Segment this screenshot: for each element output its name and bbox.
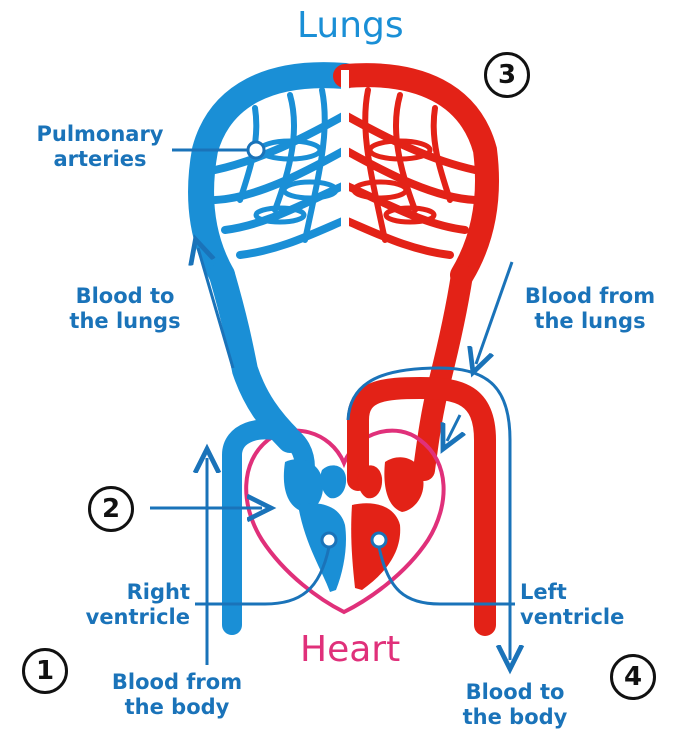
lungs-title: Lungs — [297, 6, 404, 46]
blood-from-body-line-1: Blood from — [92, 670, 262, 695]
blood-to-body-line-1: Blood to — [445, 680, 585, 705]
right-ventricle-label: Right ventricle — [60, 580, 190, 630]
pulmonary-arteries-line-1: Pulmonary — [20, 122, 180, 147]
blood-to-lungs-line-1: Blood to — [50, 284, 200, 309]
right-ventricle-line-1: Right — [60, 580, 190, 605]
blood-from-lungs-line-2: the lungs — [510, 309, 670, 334]
marker-three: 3 — [484, 52, 530, 98]
marker-one: 1 — [22, 648, 68, 694]
left-ventricle-line-1: Left — [520, 580, 650, 605]
blood-to-lungs-line-2: the lungs — [50, 309, 200, 334]
right-ventricle-pointer — [195, 547, 329, 604]
blood-from-lungs-line-1: Blood from — [510, 284, 670, 309]
blood-from-lungs-arrow — [476, 262, 512, 364]
left-ventricle-marker — [372, 533, 386, 547]
heart-outline — [246, 431, 443, 612]
pulmonary-arteries-label: Pulmonary arteries — [20, 122, 180, 172]
marker-four: 4 — [610, 654, 656, 700]
pulmonary-arteries-marker — [248, 142, 264, 158]
lungs-center-gap — [341, 70, 349, 260]
blood-to-body-label: Blood to the body — [445, 680, 585, 730]
aorta-flow-arrow — [447, 415, 460, 441]
blood-from-lungs-label: Blood from the lungs — [510, 284, 670, 334]
right-ventricle-marker — [322, 533, 336, 547]
left-ventricle-label: Left ventricle — [520, 580, 650, 630]
blood-from-body-line-2: the body — [92, 695, 262, 720]
vena-cava — [232, 429, 305, 625]
blood-to-lungs-label: Blood to the lungs — [50, 284, 200, 334]
right-heart-chambers — [284, 459, 346, 592]
blood-to-body-line-2: the body — [445, 705, 585, 730]
marker-two: 2 — [88, 486, 134, 532]
right-ventricle-line-2: ventricle — [60, 605, 190, 630]
blood-from-body-label: Blood from the body — [92, 670, 262, 720]
left-ventricle-line-2: ventricle — [520, 605, 650, 630]
heart-title: Heart — [300, 630, 400, 670]
lungs-blue-vessels — [201, 75, 345, 440]
pulmonary-arteries-line-2: arteries — [20, 147, 180, 172]
